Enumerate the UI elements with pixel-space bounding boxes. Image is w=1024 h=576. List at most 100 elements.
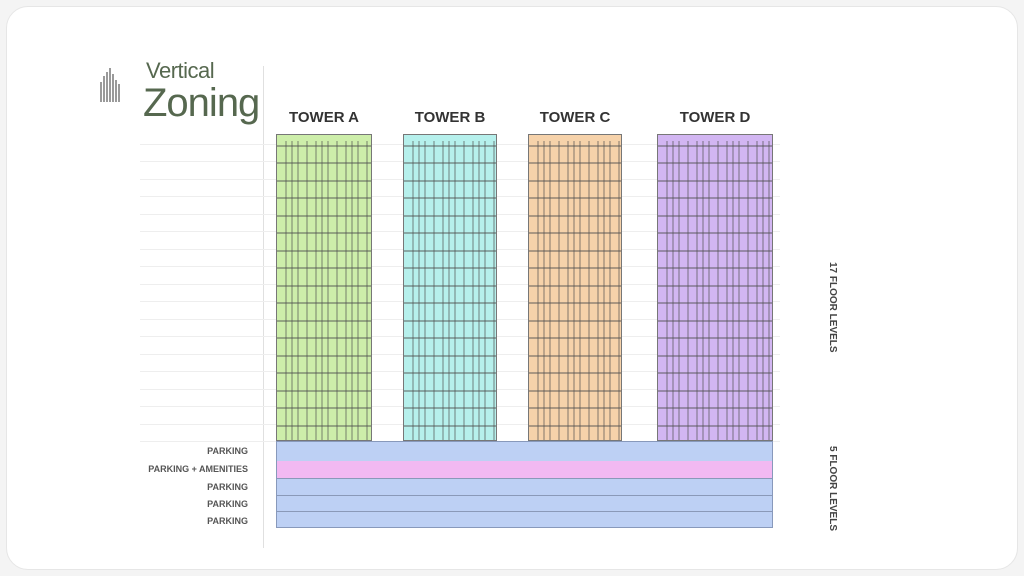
floor-line bbox=[529, 302, 621, 305]
floor-line bbox=[404, 389, 496, 392]
floor-line bbox=[529, 162, 621, 165]
window-mullion bbox=[351, 141, 353, 440]
floor-line bbox=[529, 214, 621, 217]
window-mullion bbox=[454, 141, 456, 440]
floor-line bbox=[404, 372, 496, 375]
floor-line bbox=[404, 214, 496, 217]
floor-line bbox=[529, 197, 621, 200]
floor-line bbox=[277, 478, 772, 479]
logo-bar bbox=[100, 82, 102, 102]
floor-line bbox=[277, 145, 371, 147]
floor-line bbox=[529, 337, 621, 340]
window-mullion bbox=[366, 141, 368, 440]
floor-line bbox=[277, 232, 371, 235]
podium-row-label: PARKING bbox=[207, 446, 248, 456]
podium-row-label: PARKING bbox=[207, 516, 248, 526]
floor-line bbox=[277, 214, 371, 217]
floor-line bbox=[658, 372, 772, 375]
floor-line bbox=[277, 284, 371, 287]
tower-a bbox=[276, 134, 372, 444]
window-mullion bbox=[448, 141, 450, 440]
window-mullion bbox=[588, 141, 590, 440]
floor-line bbox=[277, 354, 371, 357]
window-mullion bbox=[567, 141, 569, 440]
window-mullion bbox=[696, 141, 698, 440]
floor-line bbox=[658, 389, 772, 392]
window-mullion bbox=[357, 141, 359, 440]
floor-line bbox=[529, 354, 621, 357]
floor-line bbox=[404, 424, 496, 427]
floor-line bbox=[277, 372, 371, 375]
floor-line bbox=[277, 495, 772, 496]
window-mullion bbox=[297, 141, 299, 440]
floor-line bbox=[658, 267, 772, 270]
window-mullion bbox=[327, 141, 329, 440]
window-mullion bbox=[558, 141, 560, 440]
floor-line bbox=[658, 337, 772, 340]
floor-line bbox=[277, 249, 371, 252]
logo-bar bbox=[118, 84, 120, 102]
tower-b bbox=[403, 134, 497, 444]
window-mullion bbox=[678, 141, 680, 440]
floor-line bbox=[529, 407, 621, 410]
logo-bar bbox=[103, 76, 105, 102]
floor-line bbox=[658, 249, 772, 252]
floor-line bbox=[404, 162, 496, 165]
window-mullion bbox=[756, 141, 758, 440]
floor-line bbox=[277, 337, 371, 340]
tower-d-label: TOWER D bbox=[679, 109, 751, 126]
window-mullion bbox=[702, 141, 704, 440]
window-mullion bbox=[285, 141, 287, 440]
floor-line bbox=[658, 214, 772, 217]
floor-line bbox=[658, 179, 772, 182]
floor-line bbox=[658, 302, 772, 305]
window-mullion bbox=[543, 141, 545, 440]
floor-line bbox=[658, 197, 772, 200]
tower-levels-annotation: 17 FLOOR LEVELS bbox=[827, 262, 838, 353]
window-mullion bbox=[412, 141, 414, 440]
window-mullion bbox=[493, 141, 495, 440]
floor-line bbox=[529, 232, 621, 235]
floor-line bbox=[529, 249, 621, 252]
tower-c bbox=[528, 134, 622, 444]
floor-line bbox=[404, 302, 496, 305]
floor-line bbox=[529, 372, 621, 375]
floor-line bbox=[404, 354, 496, 357]
floor-line bbox=[529, 284, 621, 287]
floor-line bbox=[277, 179, 371, 182]
floor-line bbox=[277, 389, 371, 392]
floor-line bbox=[529, 389, 621, 392]
floor-line bbox=[529, 424, 621, 427]
window-mullion bbox=[708, 141, 710, 440]
floor-line bbox=[404, 337, 496, 340]
window-mullion bbox=[672, 141, 674, 440]
window-mullion bbox=[597, 141, 599, 440]
floor-line bbox=[658, 284, 772, 287]
window-mullion bbox=[687, 141, 689, 440]
floor-line bbox=[404, 232, 496, 235]
floor-line bbox=[658, 424, 772, 427]
window-mullion bbox=[732, 141, 734, 440]
podium bbox=[276, 441, 773, 528]
window-mullion bbox=[717, 141, 719, 440]
floor-line bbox=[277, 319, 371, 322]
window-mullion bbox=[315, 141, 317, 440]
tower-d bbox=[657, 134, 773, 444]
window-mullion bbox=[603, 141, 605, 440]
buildings-logo-icon bbox=[100, 68, 124, 102]
window-mullion bbox=[618, 141, 620, 440]
title-line2: Zoning bbox=[143, 81, 260, 125]
window-mullion bbox=[345, 141, 347, 440]
window-mullion bbox=[484, 141, 486, 440]
floor-line bbox=[404, 179, 496, 182]
floor-line bbox=[404, 284, 496, 287]
window-mullion bbox=[747, 141, 749, 440]
window-mullion bbox=[537, 141, 539, 440]
floor-line bbox=[277, 267, 371, 270]
window-mullion bbox=[463, 141, 465, 440]
floor-line bbox=[404, 145, 496, 147]
title-line1: Vertical bbox=[146, 58, 215, 83]
window-mullion bbox=[291, 141, 293, 440]
floor-line bbox=[529, 145, 621, 147]
window-mullion bbox=[442, 141, 444, 440]
